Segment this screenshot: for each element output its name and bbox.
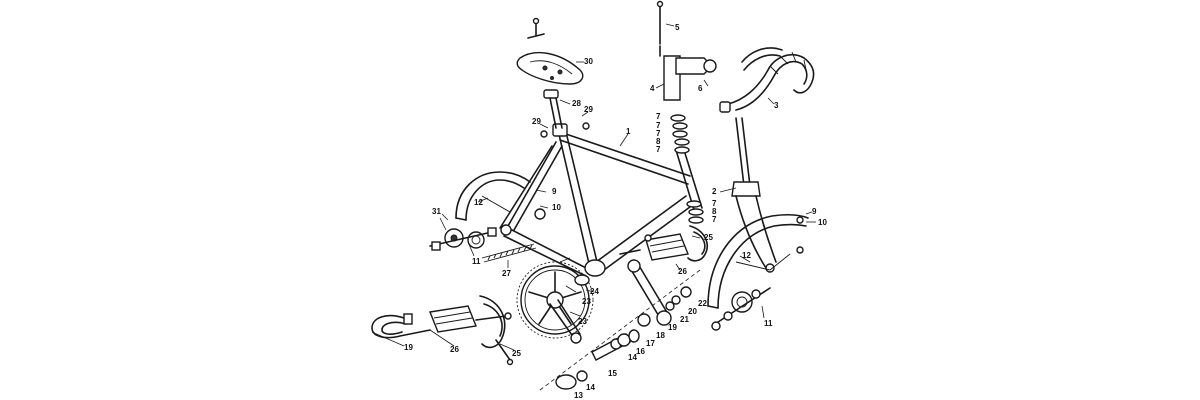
callout-11: 11 [472, 257, 481, 266]
callout-12: 12 [742, 251, 751, 260]
callout-7: 7 [656, 145, 661, 154]
callout-7: 7 [712, 199, 717, 208]
callout-4: 4 [650, 84, 655, 93]
callout-11: 11 [764, 319, 773, 328]
callout-14: 14 [628, 353, 637, 362]
chain [481, 243, 537, 263]
callout-26: 26 [450, 345, 459, 354]
callout-8: 8 [712, 207, 717, 216]
callout-29: 29 [584, 105, 593, 114]
callout-7: 7 [656, 112, 661, 121]
callout-3: 3 [774, 101, 779, 110]
small-bolts [534, 122, 804, 242]
callout-13: 13 [574, 391, 583, 400]
frame [499, 123, 703, 277]
left-pedal [429, 305, 512, 333]
callout-31: 31 [432, 207, 441, 216]
chainring [516, 261, 594, 339]
seat-post [543, 89, 563, 129]
callout-20: 20 [688, 307, 697, 316]
saddle [516, 17, 584, 85]
headset-bottom [686, 200, 704, 224]
callout-21: 21 [680, 315, 689, 324]
callout-19: 19 [668, 323, 677, 332]
callout-9: 9 [552, 187, 557, 196]
callout-22: 22 [698, 299, 707, 308]
callout-17: 17 [646, 339, 655, 348]
right-toe-clip [687, 225, 708, 262]
front-hub [711, 287, 771, 331]
bottom-bracket-parts [539, 269, 701, 391]
rear-mudguard [455, 171, 531, 221]
callout-7: 7 [712, 215, 717, 224]
callout-10: 10 [552, 203, 561, 212]
callout-7: 7 [656, 129, 661, 138]
callout-15: 15 [608, 369, 617, 378]
headset-top [670, 114, 690, 154]
callout-26: 26 [678, 267, 687, 276]
callout-12: 12 [474, 198, 483, 207]
callout-16: 16 [636, 347, 645, 356]
callout-23: 23 [582, 297, 591, 306]
left-crank [627, 259, 672, 326]
callout-28: 28 [572, 99, 581, 108]
callout-18: 18 [656, 331, 665, 340]
right-pedal [619, 233, 689, 261]
callout-23: 23 [578, 317, 587, 326]
callout-25: 25 [512, 349, 521, 358]
left-toe-clip [479, 295, 514, 366]
handlebar-stem [656, 0, 717, 101]
callout-27: 27 [502, 269, 511, 278]
callout-8: 8 [656, 137, 661, 146]
right-crank [549, 299, 582, 344]
callout-30: 30 [584, 57, 593, 66]
left-toe-strap [371, 313, 431, 339]
callout-2: 2 [712, 187, 717, 196]
callout-24: 24 [590, 287, 599, 296]
front-fork [731, 117, 777, 273]
callout-1: 1 [626, 127, 631, 136]
callout-29: 29 [532, 117, 541, 126]
front-mudguard [707, 213, 809, 309]
callout-5: 5 [675, 23, 680, 32]
callout-9: 9 [812, 207, 817, 216]
handlebar [719, 47, 815, 113]
callout-numbers: 1 2 3 4 5 6 7 7 7 8 7 7 8 7 9 10 9 10 11… [404, 23, 827, 400]
rear-hub [429, 227, 497, 251]
callout-6: 6 [698, 84, 703, 93]
callout-7: 7 [656, 121, 661, 130]
callout-10: 10 [818, 218, 827, 227]
callout-14: 14 [586, 383, 595, 392]
leader-lines [371, 23, 816, 351]
callout-19: 19 [404, 343, 413, 352]
callout-25: 25 [704, 233, 713, 242]
